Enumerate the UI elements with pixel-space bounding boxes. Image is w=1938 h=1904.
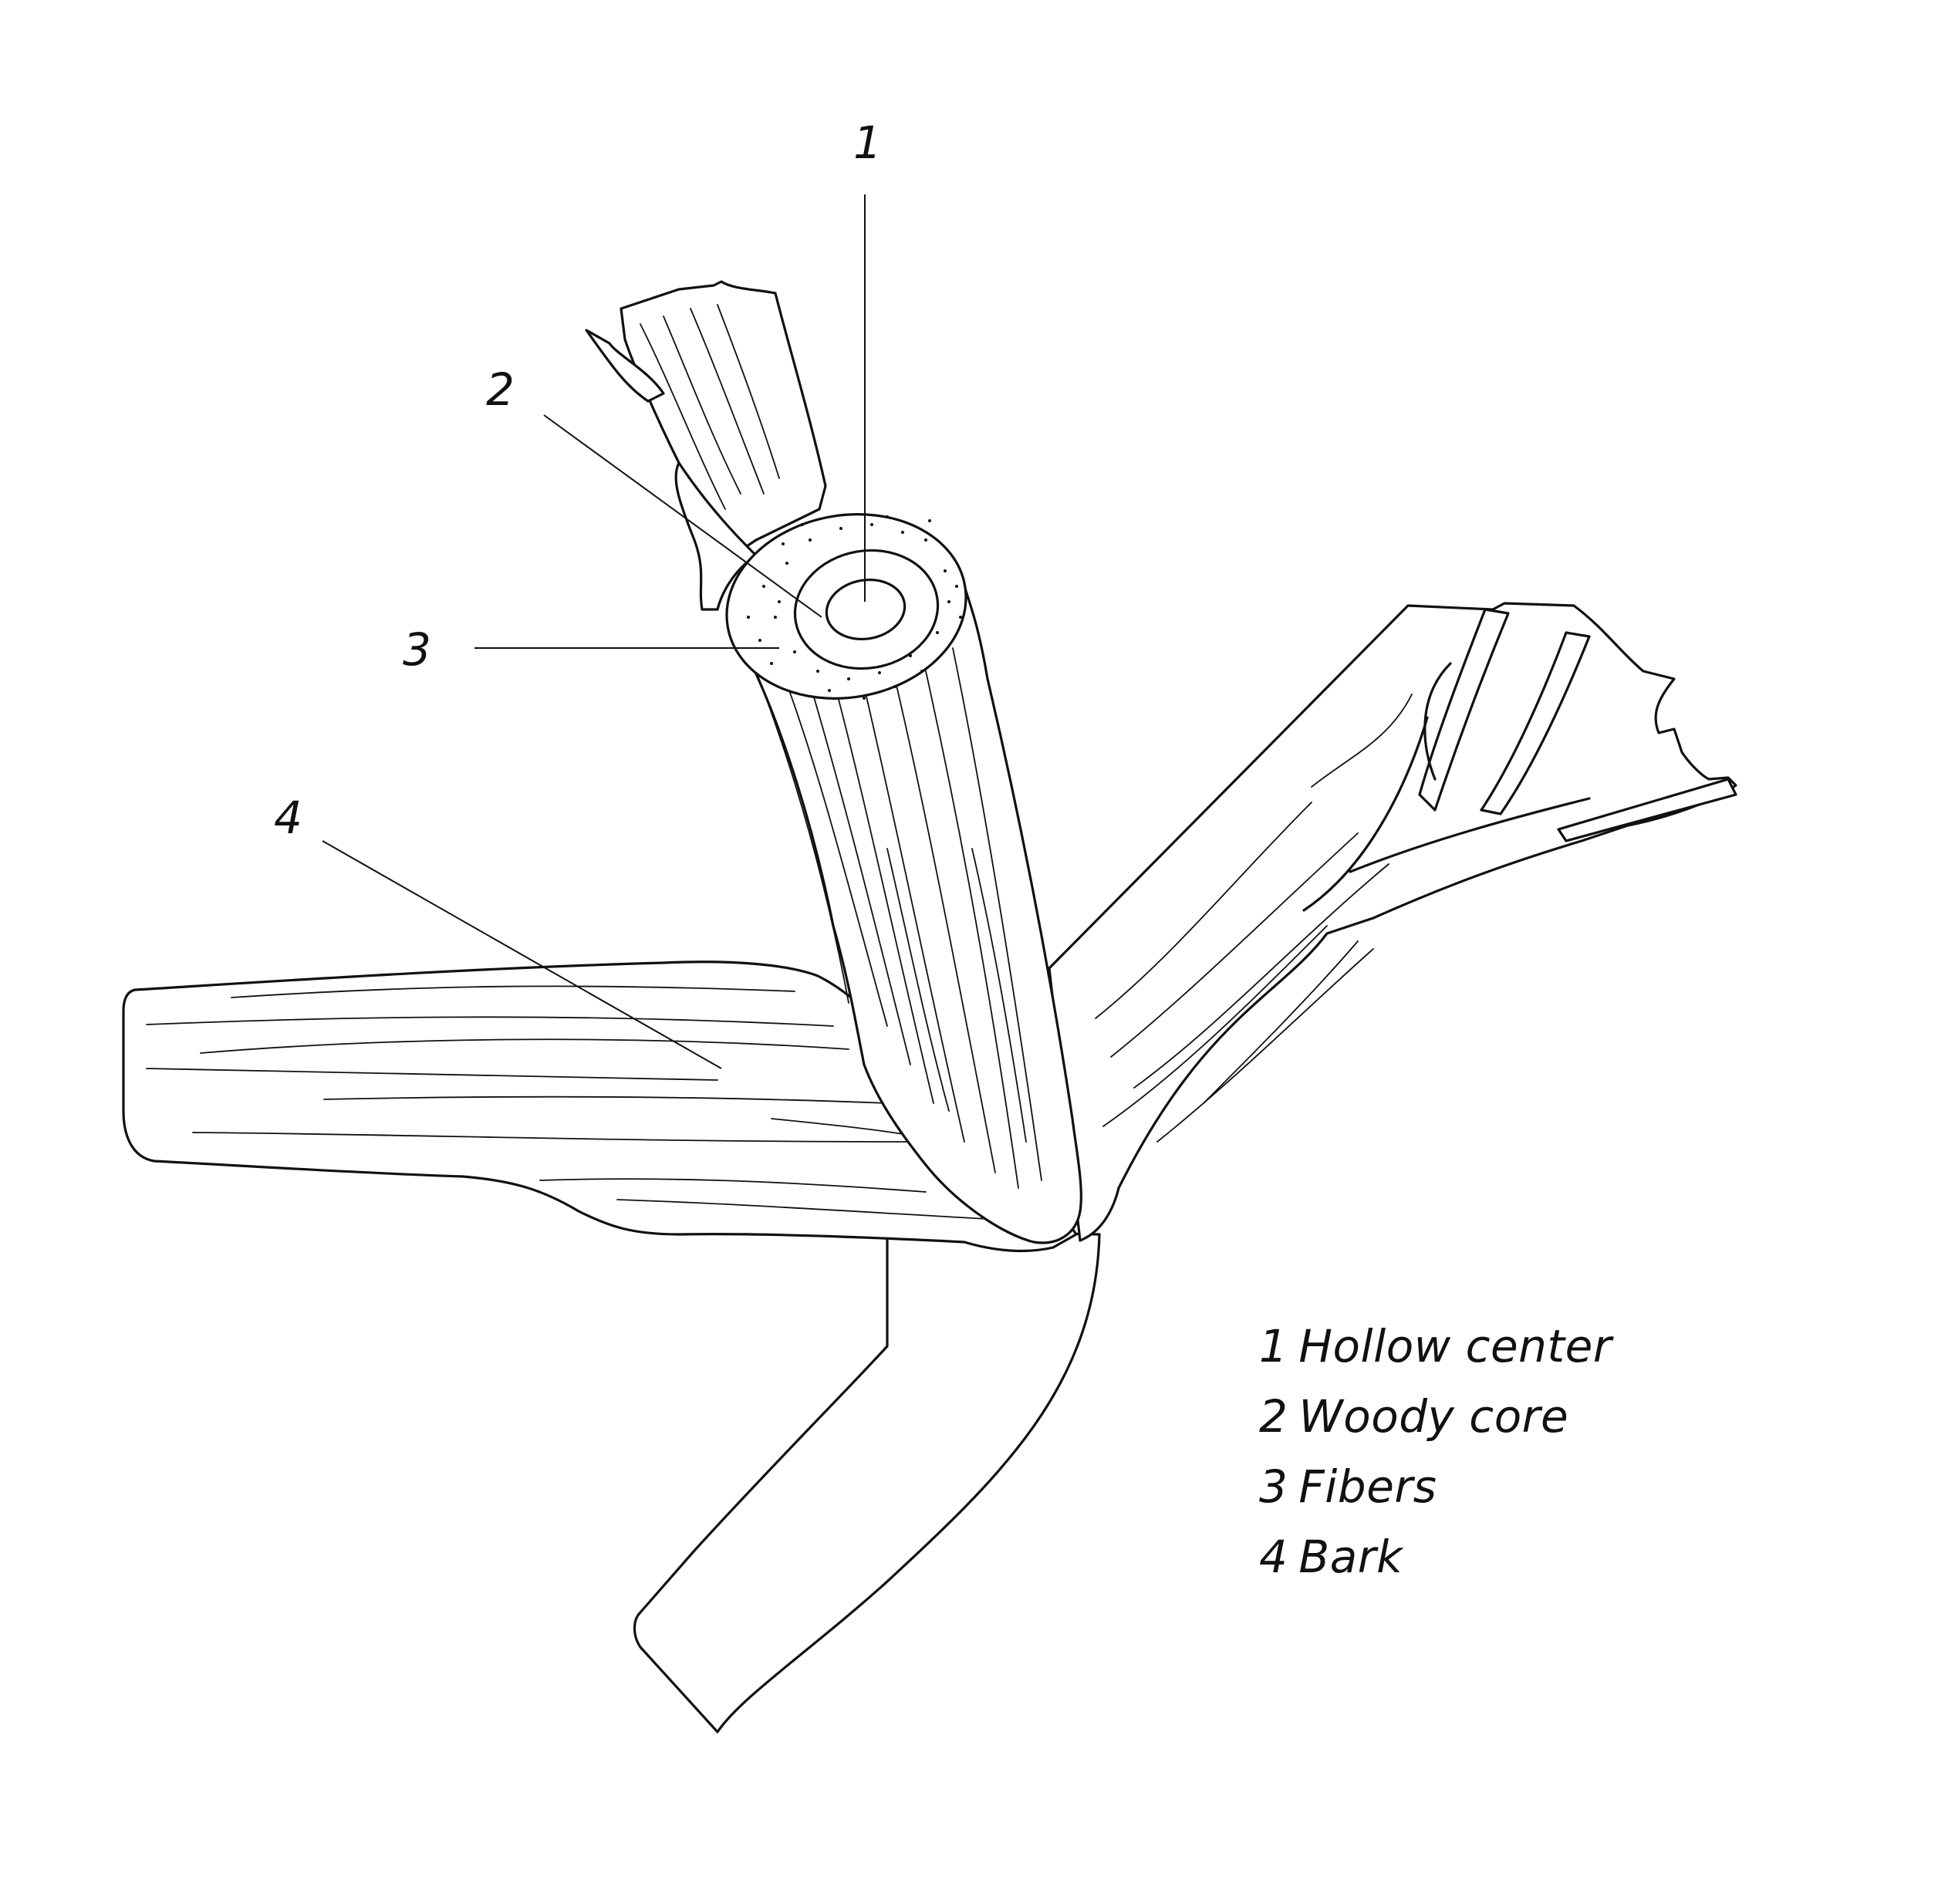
hollow-center: [825, 578, 907, 641]
upper-stem-flap: [585, 329, 665, 403]
upper-stem: [620, 280, 827, 557]
left-bark-strip: [122, 960, 1078, 1253]
lower-stem: [633, 1229, 1101, 1734]
right-bark-strip: [1048, 602, 1737, 1242]
bark-fray-2: [1480, 631, 1591, 815]
fibers-stipple: [747, 515, 962, 700]
callout-2: 2: [486, 363, 515, 416]
legend-number: 3: [1259, 1460, 1288, 1513]
bark-fray-5: [1423, 662, 1452, 781]
callout-4: 4: [274, 792, 302, 844]
legend-number: 1: [1259, 1320, 1288, 1372]
bark-fray-4: [1349, 797, 1591, 873]
stalk-fibers: [755, 647, 1042, 1189]
legend-label: Woody core: [1298, 1390, 1569, 1443]
bark-fray-3: [1557, 778, 1737, 842]
bark-fray-1: [1418, 608, 1510, 812]
legend-label: Fibers: [1298, 1460, 1437, 1513]
callout-3: 3: [403, 623, 431, 676]
bark-fibers-left: [146, 985, 988, 1220]
legend-label: Hollow center: [1298, 1320, 1612, 1372]
leader-4: [322, 840, 722, 1069]
upper-stem-fibers: [640, 304, 780, 510]
legend-label: Bark: [1298, 1531, 1403, 1583]
bark-fibers-right: [1095, 694, 1413, 1143]
upper-stem-sheath: [674, 461, 758, 611]
bark-fray-6: [1302, 716, 1429, 912]
legend-number: 2: [1259, 1390, 1288, 1443]
leader-2: [543, 414, 822, 618]
legend-number: 4: [1259, 1531, 1288, 1583]
callout-1: 1: [853, 116, 882, 169]
